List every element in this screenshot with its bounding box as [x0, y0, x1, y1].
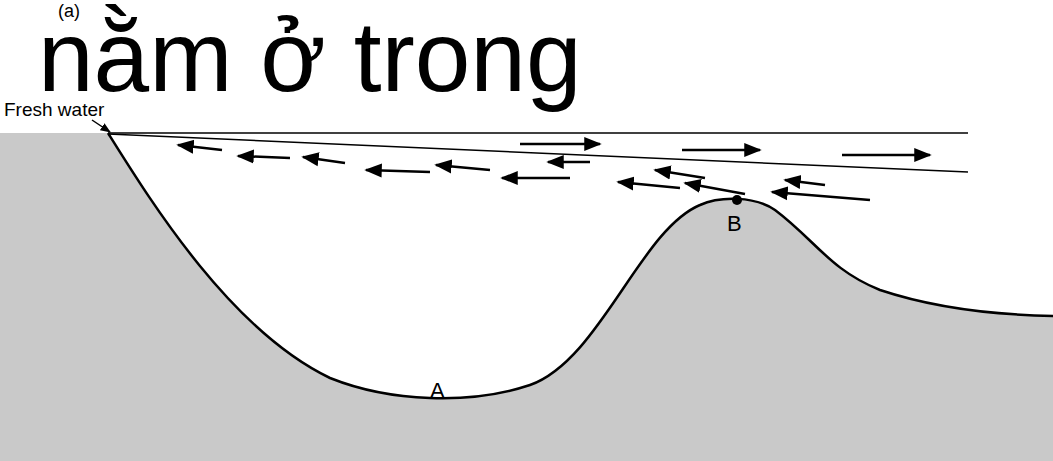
water-label: Fresh water [4, 100, 104, 119]
overlay-heading: nằm ở trong [38, 6, 582, 106]
point-label: B [727, 213, 742, 235]
point-label: A [430, 380, 445, 402]
bottom-profile [108, 133, 1053, 398]
halocline [108, 134, 968, 172]
flow-arrows [178, 144, 930, 200]
point-b [732, 195, 742, 205]
sea-surface [108, 132, 968, 134]
leader-line [92, 120, 110, 132]
seabed [0, 133, 1053, 461]
